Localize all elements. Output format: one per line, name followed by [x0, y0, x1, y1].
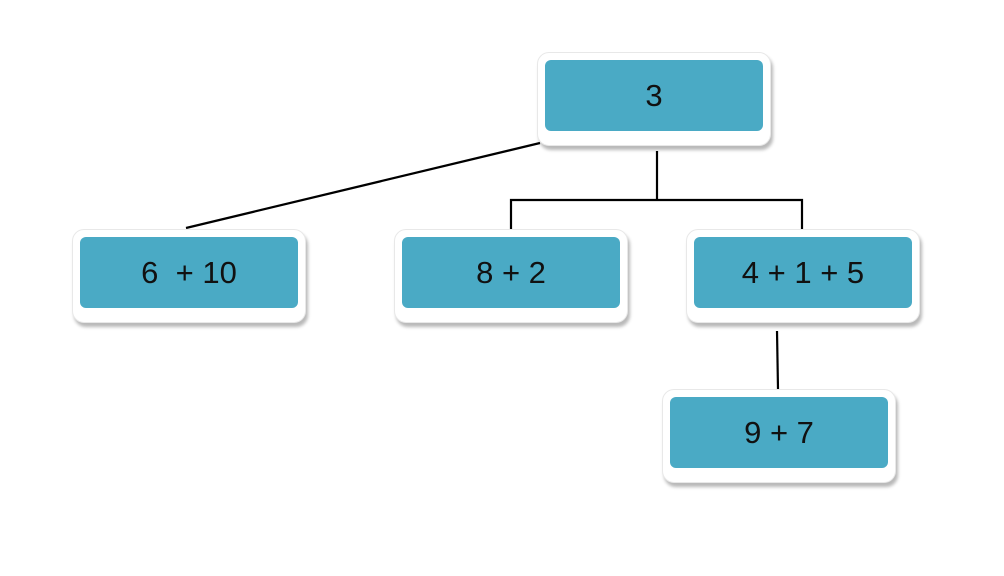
tree-node-root: 3	[537, 52, 771, 146]
tree-node-bottom: 9 + 7	[662, 389, 896, 483]
node-fill: 6 + 10	[80, 237, 298, 308]
tree-node-middle: 8 + 2	[394, 229, 628, 323]
node-fill: 3	[545, 60, 763, 131]
node-label-middle: 8 + 2	[476, 254, 546, 290]
node-label-left: 6 + 10	[141, 254, 237, 290]
node-fill: 4 + 1 + 5	[694, 237, 912, 308]
connector-root-to-middle-and-right	[509, 198, 804, 233]
node-label-bottom: 9 + 7	[744, 414, 814, 450]
node-label-right: 4 + 1 + 5	[741, 254, 865, 290]
tree-node-right: 4 + 1 + 5	[686, 229, 920, 323]
node-label-root: 3	[645, 77, 663, 113]
connector-root-to-left	[185, 141, 541, 230]
connector-right-to-bottom	[775, 330, 780, 390]
node-fill: 8 + 2	[402, 237, 620, 308]
tree-node-left: 6 + 10	[72, 229, 306, 323]
node-fill: 9 + 7	[670, 397, 888, 468]
